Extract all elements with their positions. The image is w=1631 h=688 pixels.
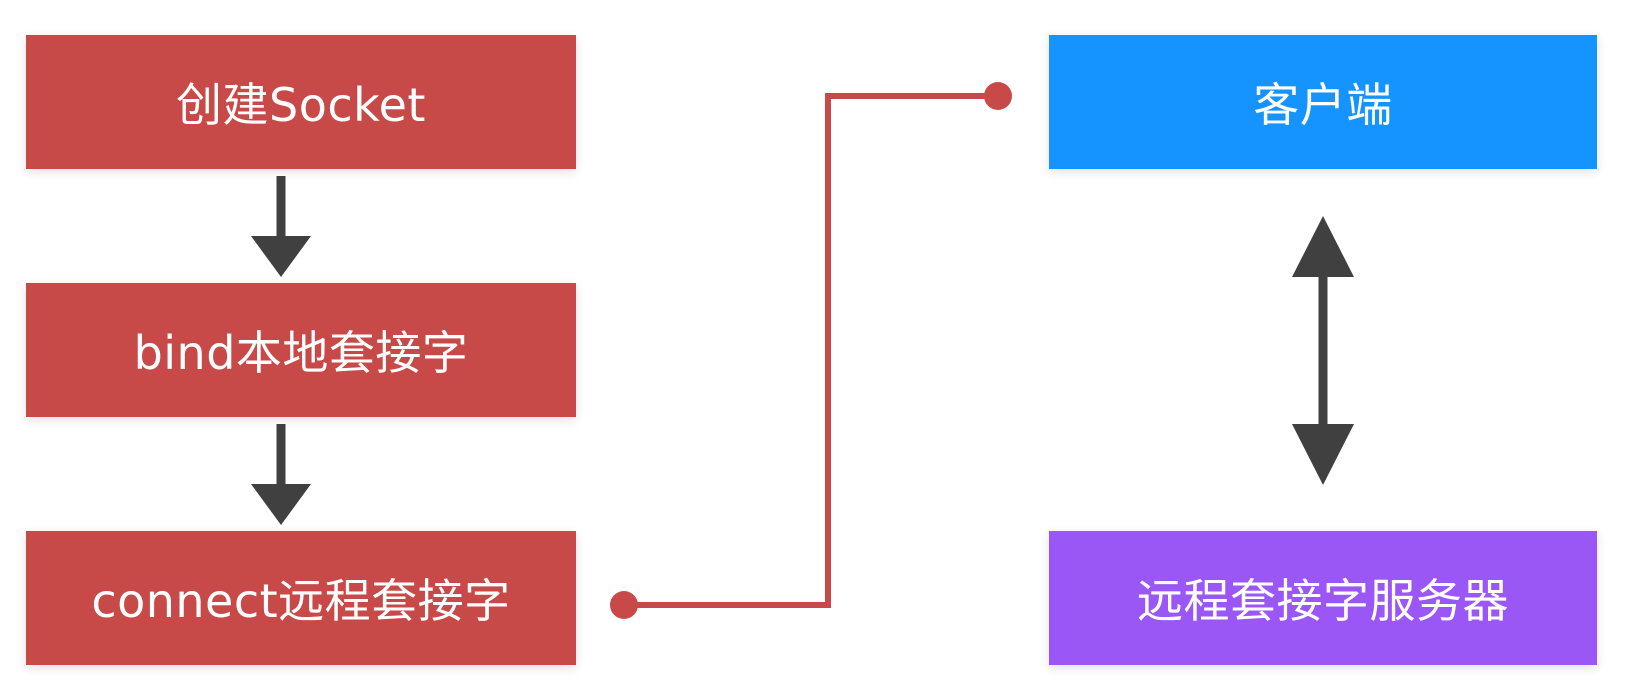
node-create-socket: 创建Socket [26,35,576,169]
connector-connect-to-client [610,82,1012,619]
node-connect-remote-socket: connect远程套接字 [26,531,576,665]
arrow-bind-to-connect [251,424,311,525]
node-remote-socket-server-label: 远程套接字服务器 [1137,574,1509,628]
node-bind-local-socket: bind本地套接字 [26,283,576,417]
node-bind-local-socket-label: bind本地套接字 [133,326,469,380]
connector-start-dot [610,591,638,619]
node-client-label: 客户端 [1253,78,1393,132]
node-client: 客户端 [1049,35,1597,169]
node-connect-remote-socket-label: connect远程套接字 [91,574,511,628]
node-remote-socket-server: 远程套接字服务器 [1049,531,1597,665]
node-create-socket-label: 创建Socket [176,78,426,132]
connector-end-dot [984,82,1012,110]
arrow-create-to-bind [251,176,311,277]
double-arrow-client-server [1292,216,1354,485]
